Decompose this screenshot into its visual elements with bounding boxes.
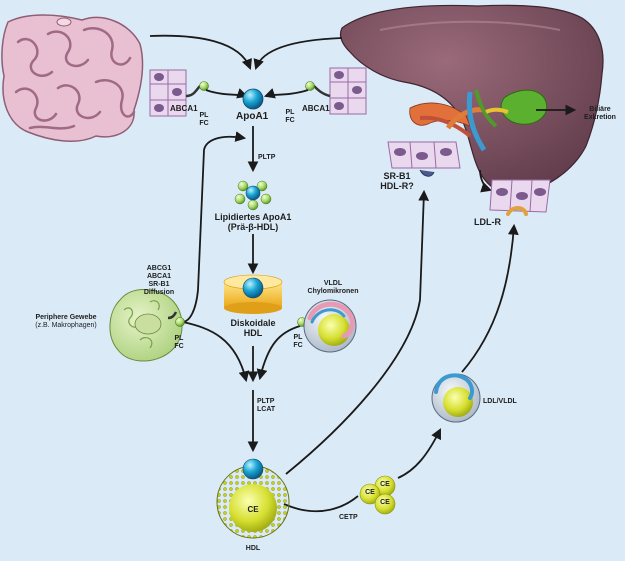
fc-label: FC xyxy=(174,343,184,351)
vldl-particle xyxy=(303,299,357,353)
peripheral-tissue-label: Periphere Gewebe (z.B. Makrophagen) xyxy=(20,314,112,330)
pl-fc-left: PL FC xyxy=(196,112,212,128)
lipidated-apoa1-label: Lipidiertes ApoA1 (Prä-β-HDL) xyxy=(203,212,303,233)
abca1-label: ABCA1 xyxy=(146,273,172,281)
macrophage-cell xyxy=(109,288,183,362)
pltp-label-top: PLTP xyxy=(258,154,276,161)
abcg1-label: ABCG1 xyxy=(146,265,172,272)
ce-core-label: CE xyxy=(247,505,259,514)
enterocyte-cells-right xyxy=(313,67,367,115)
srb1-receptor-label: SR-B1 HDL-R? xyxy=(372,171,422,192)
lipid-vesicle-left xyxy=(199,81,209,91)
apoa1-label: ApoA1 xyxy=(236,111,269,122)
lipidated-apoa1-title: Lipidiertes ApoA1 xyxy=(214,212,292,222)
pl-label: PL xyxy=(293,334,303,341)
vldl-label: VLDL Chylomikronen xyxy=(300,280,366,296)
srb1-title: SR-B1 xyxy=(383,171,411,181)
hdl-r-title: HDL-R? xyxy=(380,181,414,192)
pre-beta-hdl-subtitle: (Prä-β-HDL) xyxy=(227,222,279,233)
ldl-r-label: LDL-R xyxy=(474,217,501,227)
hepatocyte-cells-srb1 xyxy=(387,141,461,177)
pl-label: PL xyxy=(199,112,209,119)
cetp-label: CETP xyxy=(339,514,358,521)
pl-fc-vldl: PL FC xyxy=(290,334,306,350)
hdl-line: HDL xyxy=(243,328,263,339)
srb1-label: SR-B1 xyxy=(148,281,170,289)
ldl-vldl-label: LDL/VLDL xyxy=(483,398,517,405)
mature-hdl-particle xyxy=(216,458,290,539)
pltp-lcat-label: PLTP LCAT xyxy=(257,398,275,414)
pl-label: PL xyxy=(285,109,295,116)
discoidal-hdl xyxy=(223,274,283,314)
discoidal-hdl-label: Diskoidale HDL xyxy=(223,318,283,339)
pl-fc-macrophage: PL FC xyxy=(171,335,187,351)
biliary-excretion-label: Biliäre Exkretion xyxy=(578,106,622,122)
hdl-label: HDL xyxy=(245,545,261,552)
transporter-labels: ABCG1 ABCA1 SR-B1 Diffusion xyxy=(134,265,184,297)
fc-label: FC xyxy=(293,342,303,350)
excretion-line: Exkretion xyxy=(584,114,616,122)
ldl-particle xyxy=(431,373,481,423)
peripheral-tissue-title: Periphere Gewebe xyxy=(35,314,97,321)
vldl-title: VLDL xyxy=(323,280,343,287)
fc-label: FC xyxy=(285,117,295,125)
chylomicron-title: Chylomikronen xyxy=(307,288,359,296)
apoa1-particle xyxy=(242,88,264,110)
diffusion-label: Diffusion xyxy=(143,289,175,297)
fc-label: FC xyxy=(199,120,209,128)
ce-droplet-label-3: CE xyxy=(380,499,390,506)
peripheral-tissue-example: (z.B. Makrophagen) xyxy=(35,322,97,330)
ce-droplets xyxy=(359,475,396,515)
abca1-label-right: ABCA1 xyxy=(302,104,330,113)
pl-label: PL xyxy=(174,335,184,342)
enterocyte-cells-left xyxy=(149,69,201,117)
lipid-vesicle-right xyxy=(305,81,315,91)
intestine-illustration xyxy=(1,14,144,142)
hepatocyte-cells-ldlr xyxy=(489,179,551,216)
ce-droplet-label-1: CE xyxy=(380,481,390,488)
arrows xyxy=(149,34,577,513)
biliary-line: Biliäre xyxy=(589,106,611,113)
pl-fc-right: PL FC xyxy=(282,109,298,125)
lipid-vesicle-macrophage xyxy=(175,317,185,327)
ce-droplet-label-2: CE xyxy=(365,489,375,496)
abca1-label-left: ABCA1 xyxy=(170,104,198,113)
pltp-label: PLTP xyxy=(257,398,275,405)
discoidal-line: Diskoidale xyxy=(230,318,276,328)
lcat-label: LCAT xyxy=(257,406,276,414)
liver-illustration xyxy=(339,4,604,195)
lipidated-apoa1-cluster xyxy=(234,180,272,211)
